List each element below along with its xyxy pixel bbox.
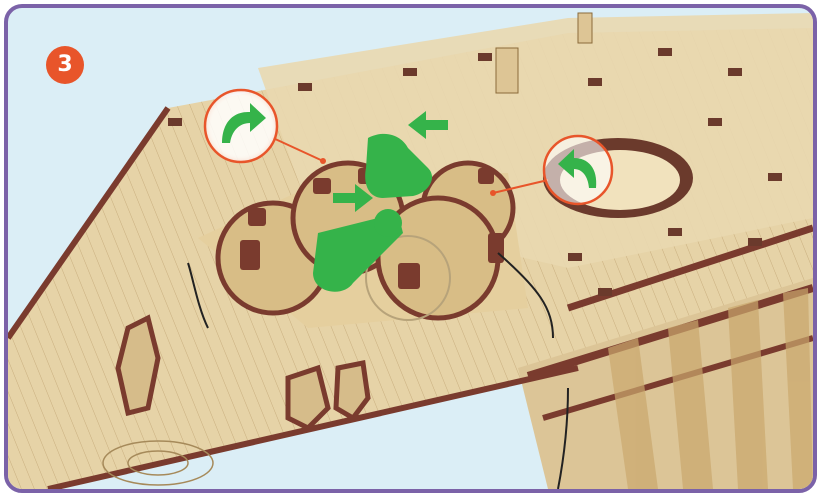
ship-model-illustration bbox=[8, 8, 813, 489]
rotate-clockwise-arrow-icon bbox=[205, 90, 277, 162]
instruction-frame: 3 bbox=[4, 4, 817, 493]
step-number-badge: 3 bbox=[46, 46, 84, 84]
rotate-counterclockwise-arrow-icon bbox=[544, 136, 612, 204]
mast-stub bbox=[496, 48, 518, 93]
